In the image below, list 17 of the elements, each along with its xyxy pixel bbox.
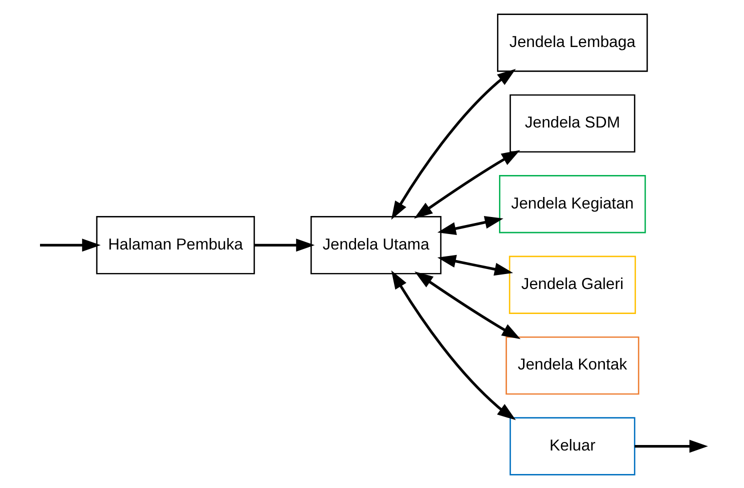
arrow xyxy=(414,271,521,339)
node-box: Halaman Pembuka xyxy=(96,216,255,274)
arrow xyxy=(40,238,101,252)
arrow xyxy=(437,254,514,276)
node-box: Jendela Kegiatan xyxy=(499,174,646,233)
arrow xyxy=(414,150,520,218)
arrow xyxy=(391,68,516,220)
arrow xyxy=(391,270,516,420)
node-box: Keluar xyxy=(510,416,636,475)
arrow xyxy=(254,238,315,252)
node-box: Jendela Kontak xyxy=(506,336,640,394)
node-box: Jendela Galeri xyxy=(508,255,636,314)
node-box: Jendela Lembaga xyxy=(497,13,648,72)
node-box: Jendela Utama xyxy=(310,216,442,274)
arrow xyxy=(634,439,708,452)
arrow xyxy=(437,215,504,234)
node-box: Jendela SDM xyxy=(510,94,636,152)
